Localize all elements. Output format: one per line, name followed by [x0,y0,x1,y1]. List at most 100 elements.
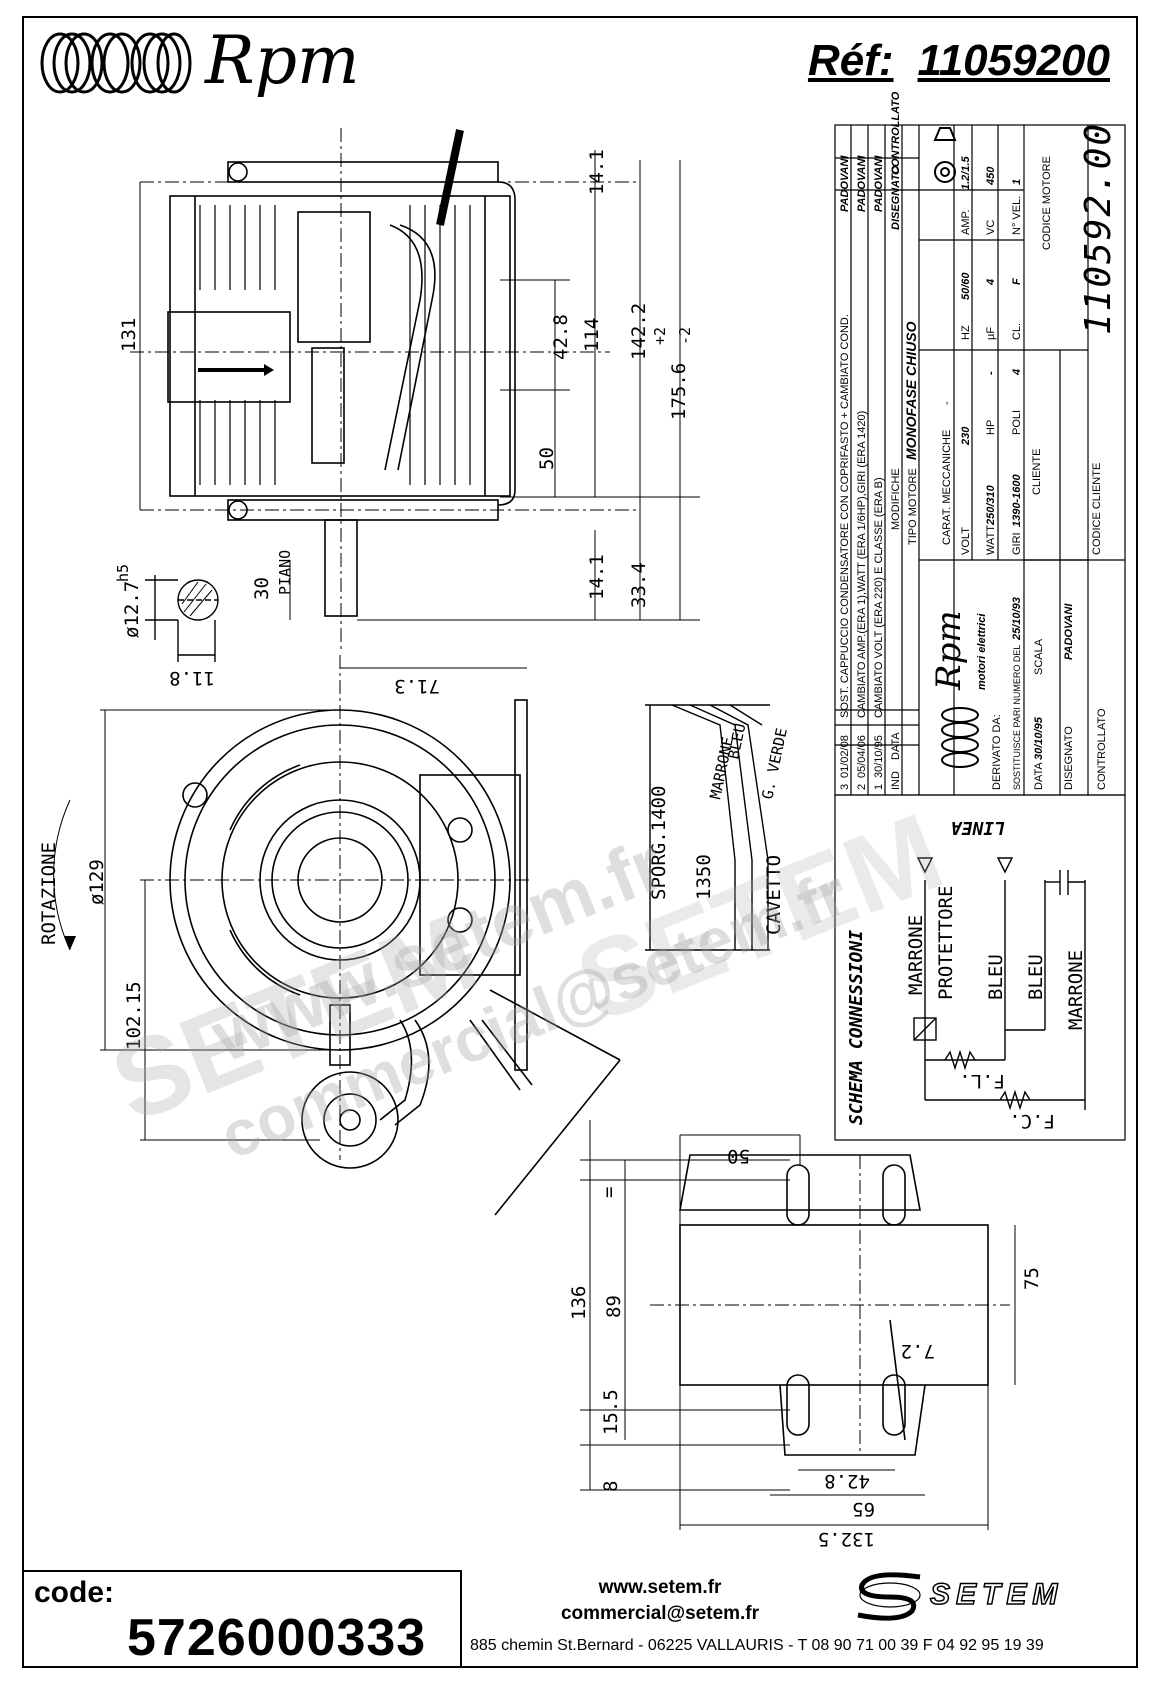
ref-value: 11059200 [917,36,1111,85]
schema-wire-protettore: PROTETTORE [935,886,957,1000]
volt-value: 230 [960,426,972,446]
derivato-label: DERIVATO DA: [991,714,1003,790]
dim-bracket-7-2: 7.2 [901,1340,935,1362]
piano-label: PIANO [276,550,294,595]
dim-114: 114 [581,318,603,352]
vc-value: 450 [985,166,997,186]
cable-detail [645,704,770,951]
code-value: 5726000333 [127,1609,427,1667]
dim-bracket-132-5: 132.5 [818,1528,875,1550]
dim-175-6: 175.6 [668,363,690,420]
dim-14-1-top: 14.1 [586,149,608,195]
title-block-lines [834,124,1126,1141]
rev-3-by: PADOVANI [839,155,851,212]
rev-3-date: 01/02/08 [839,735,851,778]
email-link[interactable]: commercial@setem.fr [560,1603,760,1624]
vc-label: VC [985,220,997,235]
schema-wiring [913,870,1086,1111]
poli-label: POLI [1011,410,1023,435]
dim-129: ø129 [86,859,108,905]
giri-label: GIRI [1011,532,1023,555]
dim-bracket-8: 8 [600,1481,622,1492]
rev-1-date: 30/10/95 [873,735,885,778]
dim-bracket-42-8: 42.8 [824,1470,870,1492]
front-view-dimension-lines [53,655,530,1160]
rotation-label: ROTAZIONE [38,842,60,945]
schema-line-arrows [916,857,1014,874]
title-block-logo [933,127,979,768]
rev-2-text: CAMBIATO AMP.(ERA 1),WATT (ERA 1/6HP),GI… [856,411,868,718]
schema-wire-bleu-2: BLEU [1025,954,1047,1000]
schema-wire-marrone-2: MARRONE [1065,950,1087,1030]
rev-1-ind: 1 [873,784,885,790]
nvel-label: N° VEL. [1011,196,1023,235]
drawing-frame [22,16,1138,1668]
cable-label: CAVETTO [763,855,785,935]
watt-value: 250/310 [985,484,997,526]
title-block-logo-text: Rpm [929,610,969,691]
dim-bracket-50: 50 [727,1145,750,1167]
giri-value: 1390-1600 [1011,474,1023,527]
dim-bracket-65: 65 [852,1498,875,1520]
sporg-label: SPORG.1400 [648,786,670,900]
scala-label: SCALA [1033,638,1045,675]
code-box: code: 5726000333 [22,1570,462,1668]
dim-bracket-75: 75 [1021,1267,1043,1290]
code-label: code: [34,1576,115,1609]
schema-title: SCHEMA CONNESSIONI [846,930,867,1125]
schema-fc: F.C. [1009,1110,1055,1132]
website-link[interactable]: www.setem.fr [598,1577,722,1598]
dim-42-8: 42.8 [550,314,572,360]
dim-71-3: 71.3 [394,675,440,697]
rpm-logo-text: Rpm [205,22,360,99]
data-value: 30/10/95 [1033,716,1045,760]
shaft-section [145,575,219,662]
codice-motore-label: CODICE MOTORE [1041,156,1053,250]
dim-shaft-tolerance: h5 [114,564,132,582]
carat-label: CARAT. MECCANICHE [941,430,953,545]
dim-bracket-136: 136 [568,1286,590,1320]
rev-1-by: PADOVANI [873,155,885,212]
codice-motore: 110592.00 [1078,122,1119,335]
rev-1-text: CAMBIATO VOLT (ERA 220) E CLASSE (ERA B) [873,477,885,718]
codice-cliente-label: CODICE CLIENTE [1091,463,1103,555]
watt-label: WATT [985,525,997,555]
rev-2-date: 05/04/06 [856,735,868,778]
col-modifiche: MODIFICHE [890,468,902,530]
dim-bracket-equal: = [598,1187,620,1198]
schema-fl: F.L. [959,1070,1005,1092]
dim-shaft-flat: 11.8 [169,667,215,689]
hp-value: - [985,371,997,375]
carat-value: - [941,401,953,405]
bracket-dimension-lines [580,1120,1016,1530]
address: 885 chemin St.Bernard - 06225 VALLAURIS … [470,1637,1044,1654]
contact-block: www.setem.fr commercial@setem.fr [540,1575,780,1627]
dim-142-2: 142.2 [628,303,650,360]
dim-175-6-tol-plus: +2 [651,327,669,345]
hp-label: HP [985,420,997,435]
hz-value: 50/60 [960,272,972,300]
poli-value: 4 [1011,369,1023,376]
setem-logo-icon [857,1572,921,1621]
amp-label: AMP. [960,210,972,235]
setem-brand: SETEM [929,1577,1064,1612]
cl-label: CL. [1011,323,1023,340]
dim-bracket-89: 89 [603,1295,625,1318]
volt-label: VOLT [960,527,972,555]
hz-label: HZ [960,325,972,340]
rotation-arrow [64,936,76,950]
uf-value: 4 [985,279,997,286]
ref-label: Réf: [807,36,894,85]
nvel-value: 1 [1011,179,1023,185]
cliente-label: CLIENTE [1031,449,1043,495]
rev-2-ind: 2 [856,784,868,790]
dim-50: 50 [536,447,558,470]
cl-value: F [1011,278,1023,285]
uf-label: µF [985,327,997,340]
top-view-dimension-lines [139,150,700,621]
tipo-motore: MONOFASE CHIUSO [903,321,919,460]
col-controllato: CONTROLLATO [890,91,902,175]
dim-bracket-15-5: 15.5 [600,1389,622,1435]
sostituisce-label: SOSTITUISCE PARI NUMERO DEL [1012,645,1022,790]
sostituisce-date: 25/10/93 [1011,597,1023,641]
